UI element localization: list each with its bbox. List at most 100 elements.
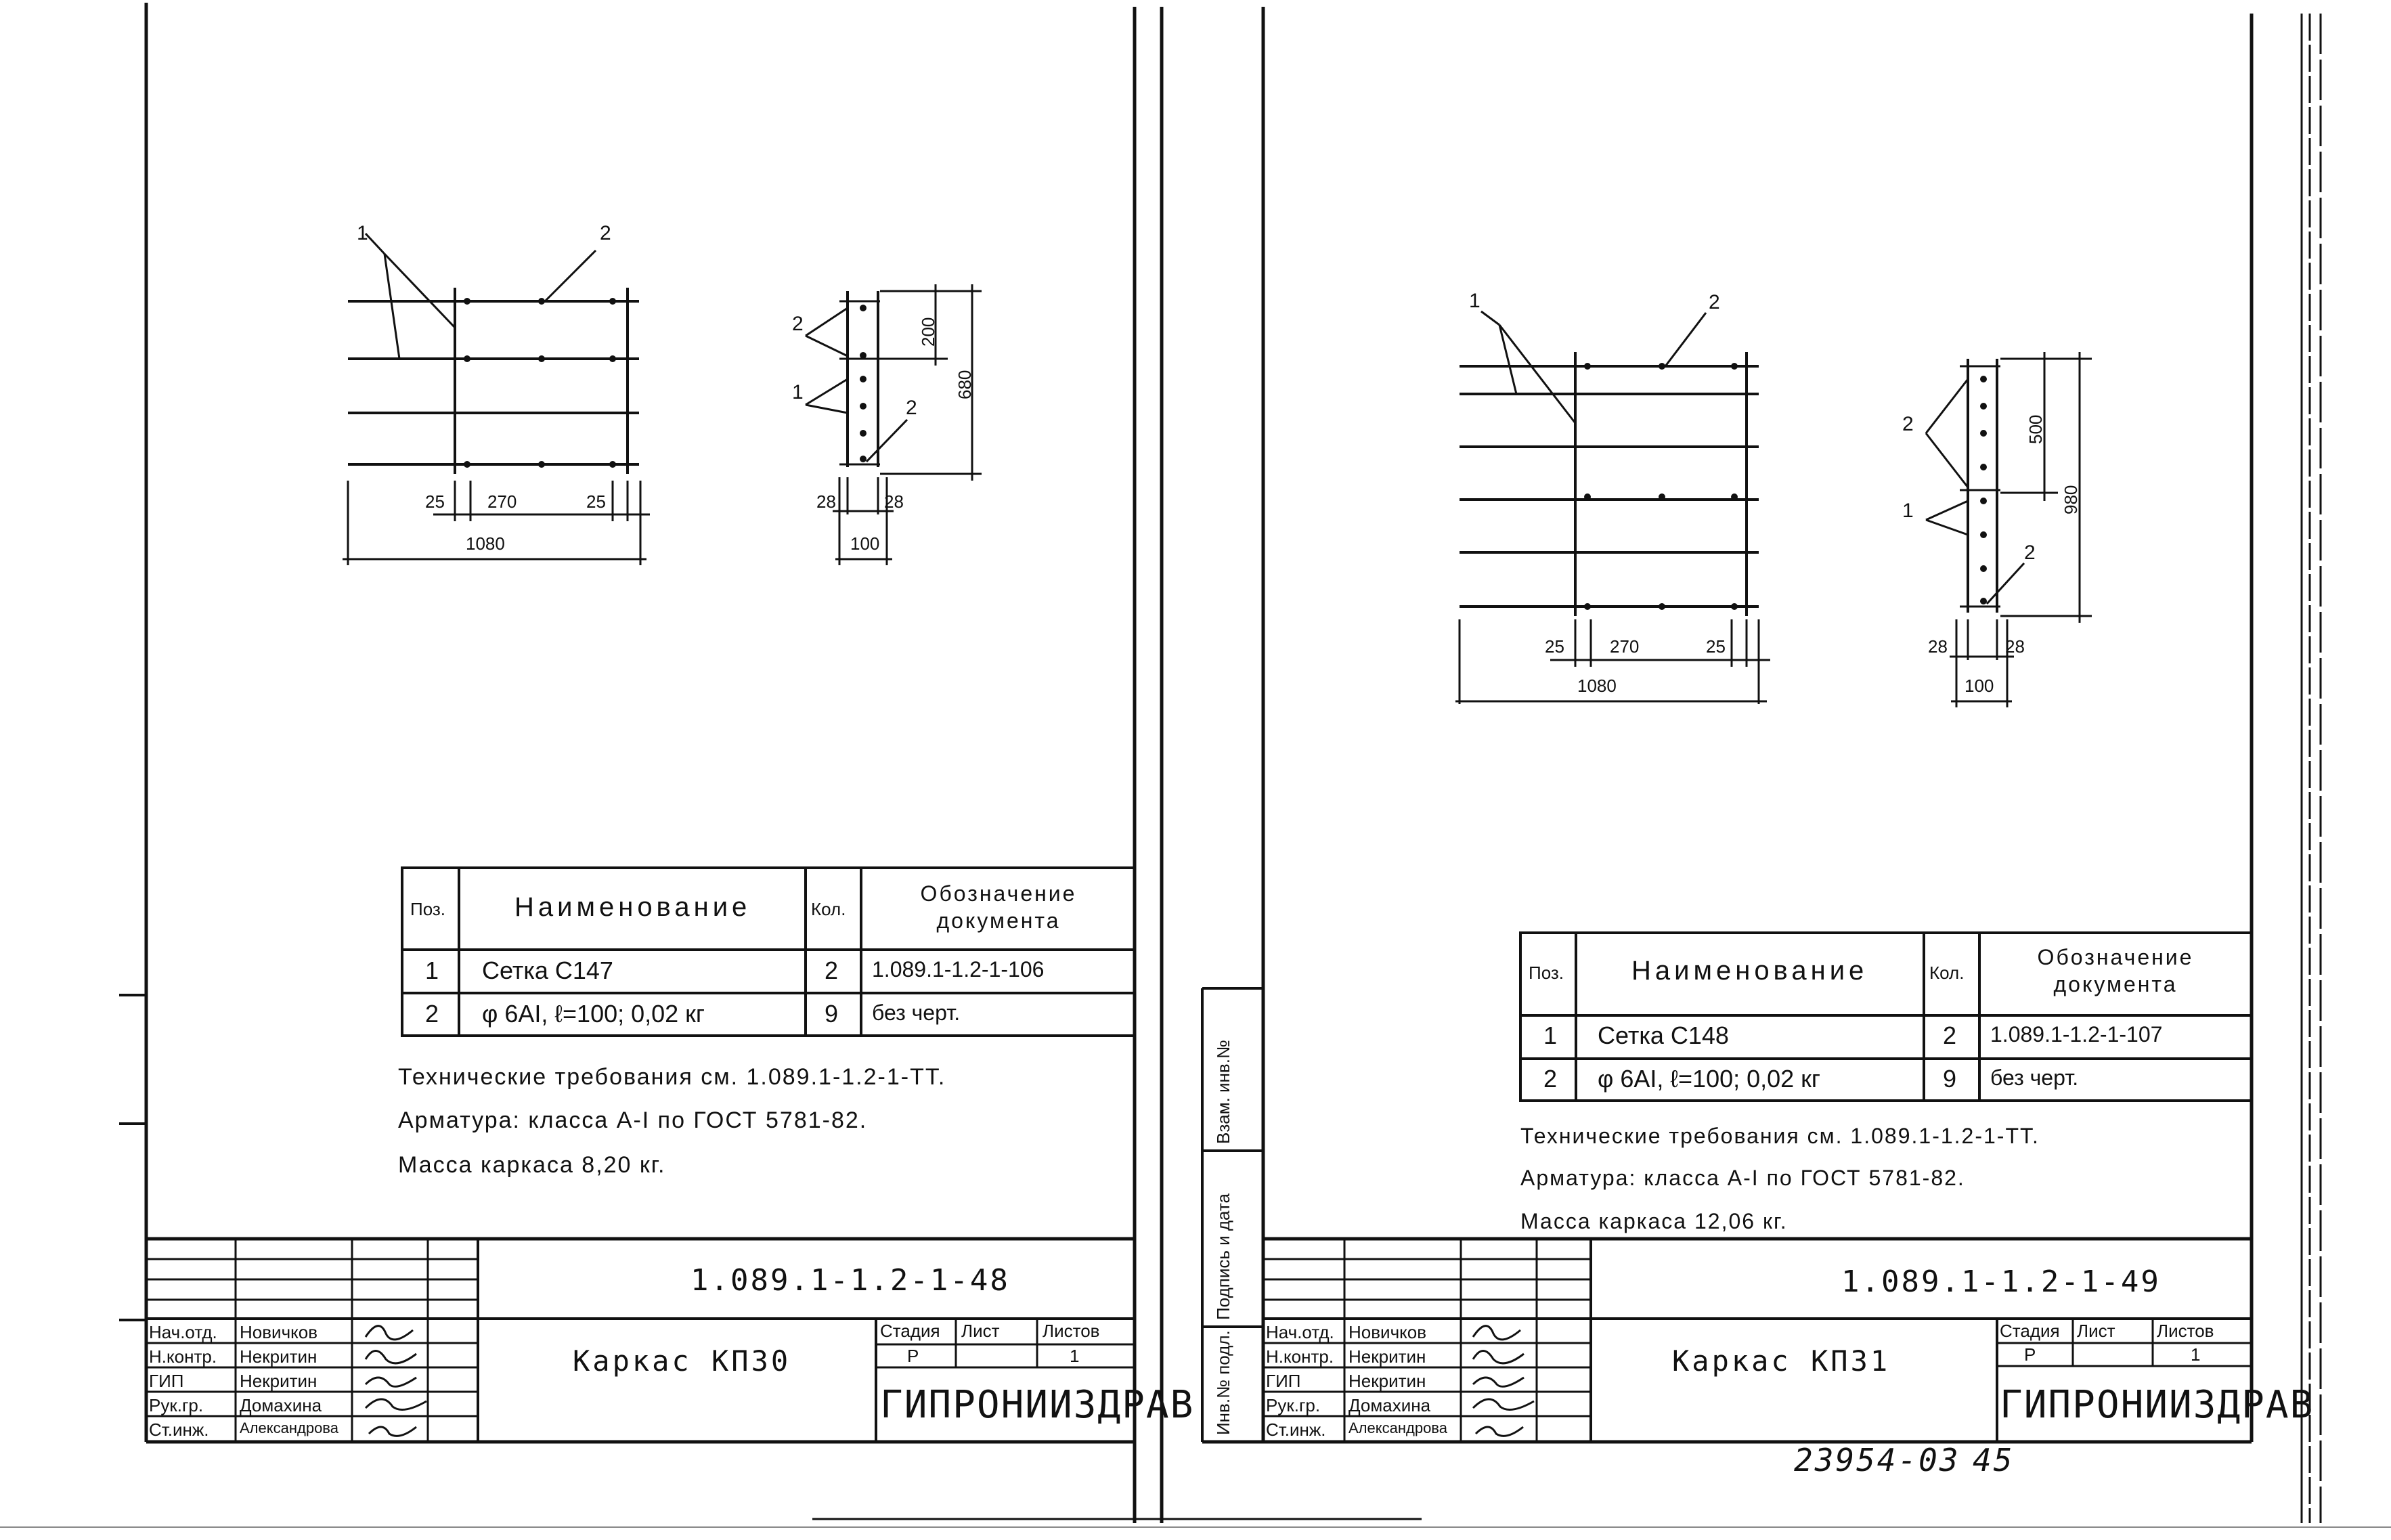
left-role-4: Рук.гр. [149, 1395, 204, 1415]
left-callout-1: 1 [357, 222, 368, 244]
left-dim-28b: 28 [884, 491, 904, 512]
left-dim-25b: 25 [586, 491, 606, 512]
side-strip-inv-original: Инв.№ подл. [1213, 1330, 1233, 1435]
right-doc-code: 1.089.1-1.2-1-49 [1841, 1264, 2161, 1299]
left-person-4: Домахина [240, 1395, 322, 1415]
right-note-mass: Масса каркаса 12,06 кг. [1520, 1209, 1788, 1233]
left-side-callout-2a: 2 [792, 313, 804, 335]
left-dim-1080: 1080 [466, 533, 505, 554]
right-callout-1: 1 [1469, 290, 1480, 312]
archive-stamp-number: 23954-03 [1794, 1442, 1960, 1478]
left-spec-row1-name: Сетка С147 [482, 956, 613, 984]
left-dim-100: 100 [850, 533, 880, 554]
left-stage-value: Р [907, 1346, 919, 1366]
right-role-1: Нач.отд. [1266, 1322, 1334, 1342]
left-note-rebar: Арматура: класса А-I по ГОСТ 5781-82. [398, 1107, 868, 1133]
right-dim-28a: 28 [1928, 636, 1948, 657]
left-dim-200: 200 [918, 317, 938, 347]
side-strip-signature-date: Подпись и дата [1213, 1193, 1233, 1320]
left-spec-row1-pos: 1 [425, 956, 439, 984]
left-role-3: ГИП [149, 1371, 184, 1391]
left-org-name: ГИПРОНИИЗДРАВ [880, 1383, 1195, 1427]
right-person-1: Новичков [1348, 1322, 1427, 1342]
right-dim-980: 980 [2061, 485, 2081, 514]
right-note-tech: Технические требования см. 1.089.1-1.2-1… [1520, 1124, 2040, 1148]
left-role-2: Н.контр. [149, 1346, 217, 1367]
right-dim-25b: 25 [1706, 636, 1726, 657]
left-spec-header-pos: Поз. [410, 899, 445, 919]
right-spec-header-name: Наименование [1631, 956, 1868, 986]
right-spec-row2-qty: 9 [1943, 1065, 1957, 1093]
left-sheet-name: Каркас КП30 [573, 1344, 791, 1378]
left-person-2: Некритин [240, 1346, 317, 1367]
left-dim-25a: 25 [425, 491, 445, 512]
left-side-view [805, 284, 982, 565]
right-spec-header-doc: Обозначение документа [2037, 945, 2194, 996]
left-spec-row2-pos: 2 [425, 1000, 439, 1028]
right-spec-row1-doc: 1.089.1-1.2-1-107 [1990, 1022, 2163, 1047]
right-sheet-name: Каркас КП31 [1672, 1344, 1891, 1378]
right-spec-row2-doc: без черт. [1990, 1065, 2079, 1090]
right-spec-row2-name: φ 6АI, ℓ=100; 0,02 кг [1598, 1065, 1821, 1093]
left-doc-code: 1.089.1-1.2-1-48 [690, 1263, 1010, 1298]
left-spec-row2-qty: 9 [825, 1000, 839, 1028]
right-person-2: Некритин [1348, 1346, 1426, 1367]
left-sheets-header: Листов [1043, 1321, 1100, 1341]
left-title-block-grid [146, 1239, 1135, 1442]
right-person-3: Некритин [1348, 1371, 1426, 1391]
left-person-3: Некритин [240, 1371, 317, 1391]
right-role-4: Рук.гр. [1266, 1395, 1321, 1415]
right-side-callout-2a: 2 [1902, 413, 1914, 435]
side-strip-replace-inv: Взам. инв.№ [1213, 1040, 1233, 1144]
right-role-5: Ст.инж. [1266, 1420, 1326, 1440]
left-note-tech: Технические требования см. 1.089.1-1.2-1… [398, 1064, 946, 1090]
right-callout-2: 2 [1709, 291, 1720, 313]
left-spec-row2-name: φ 6АI, ℓ=100; 0,02 кг [482, 1000, 705, 1028]
right-org-name: ГИПРОНИИЗДРАВ [2000, 1383, 2315, 1427]
right-dim-1080: 1080 [1577, 676, 1617, 696]
right-person-4: Домахина [1348, 1395, 1431, 1415]
signatures [364, 1325, 1535, 1437]
left-dim-270: 270 [487, 491, 517, 512]
left-stage-header: Стадия [880, 1321, 940, 1341]
left-spec-row1-qty: 2 [825, 956, 839, 984]
right-sheet-frame [1160, 7, 2322, 1523]
right-dim-270: 270 [1610, 636, 1640, 657]
right-role-2: Н.контр. [1266, 1346, 1334, 1367]
right-title-block-grid [1263, 1239, 2252, 1442]
page-number: 45 [1973, 1442, 2015, 1478]
left-role-5: Ст.инж. [149, 1420, 209, 1440]
right-note-rebar: Арматура: класса А-I по ГОСТ 5781-82. [1520, 1166, 1965, 1190]
right-dim-500: 500 [2025, 414, 2046, 444]
left-spec-table-grid [401, 866, 1136, 1037]
left-person-1: Новичков [240, 1322, 318, 1342]
left-spec-row2-doc: без черт. [872, 1000, 961, 1025]
left-dim-680: 680 [955, 370, 975, 399]
left-sheet-header: Лист [961, 1321, 1000, 1341]
left-sheet-frame [119, 3, 1137, 1523]
left-note-mass: Масса каркаса 8,20 кг. [398, 1152, 666, 1178]
left-spec-header-doc: Обозначение документа [920, 881, 1077, 933]
right-stage-header: Стадия [2000, 1321, 2060, 1341]
right-spec-row2-pos: 2 [1543, 1065, 1558, 1093]
right-side-callout-2b: 2 [2024, 542, 2036, 564]
left-sheets-value: 1 [1070, 1346, 1080, 1366]
right-spec-row1-qty: 2 [1943, 1021, 1957, 1049]
right-spec-header-pos: Поз. [1529, 963, 1564, 983]
right-side-callout-1: 1 [1902, 500, 1914, 522]
left-side-callout-2b: 2 [906, 397, 917, 419]
left-front-view [343, 232, 650, 565]
left-spec-header-name: Наименование [514, 892, 751, 922]
right-sheets-value: 1 [2191, 1344, 2201, 1365]
right-dim-100: 100 [1965, 676, 1994, 696]
right-front-view [1455, 310, 1770, 704]
left-spec-row1-doc: 1.089.1-1.2-1-106 [872, 957, 1045, 982]
right-spec-row1-pos: 1 [1543, 1021, 1558, 1049]
right-spec-row1-name: Сетка С148 [1598, 1021, 1729, 1049]
left-person-5: Александрова [240, 1420, 338, 1436]
right-spec-table-grid [1519, 931, 2253, 1102]
left-dim-28a: 28 [816, 491, 836, 512]
right-dim-28b: 28 [2005, 636, 2025, 657]
right-spec-header-qty: Кол. [1929, 963, 1965, 983]
